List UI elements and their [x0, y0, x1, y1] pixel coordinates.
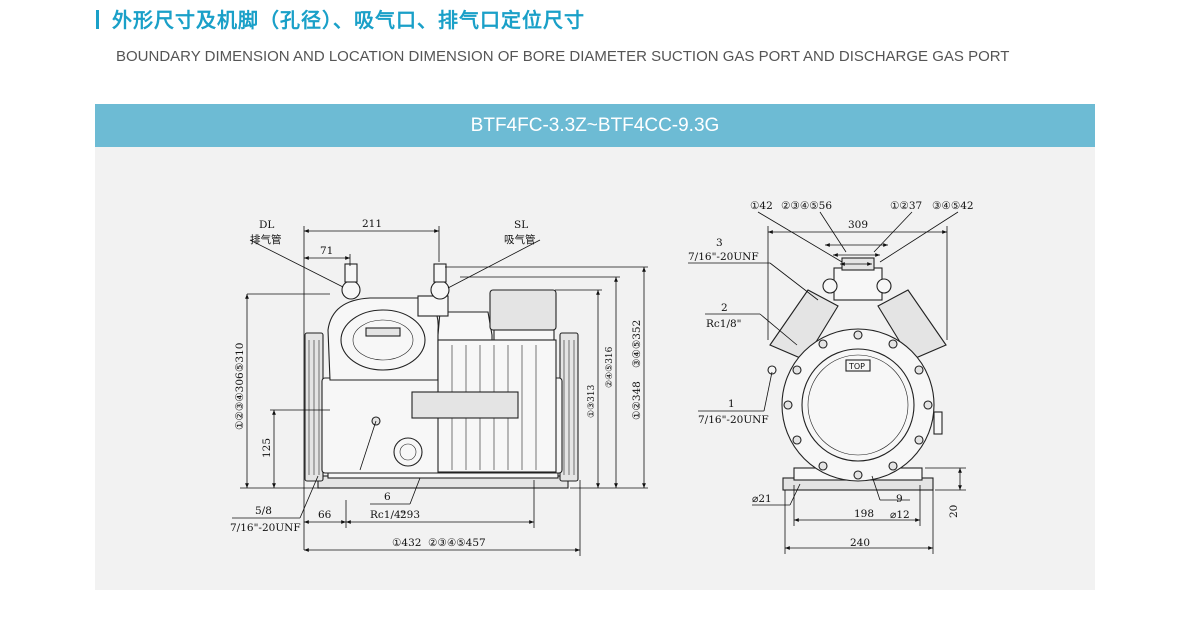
dim-71: 71	[320, 245, 333, 257]
port-9-number: 9	[896, 493, 903, 505]
dim-125: 125	[261, 438, 273, 458]
port-2-number: 2	[721, 302, 728, 314]
dim-313: ①③313	[587, 384, 597, 418]
side-view-compressor	[304, 263, 579, 489]
dim-432: ①432	[392, 537, 421, 549]
model-band	[95, 104, 1095, 147]
port-6-number: 6	[384, 491, 391, 503]
dim-240: 240	[850, 537, 870, 549]
dim-309: 309	[848, 219, 868, 231]
dim-211: 211	[362, 218, 382, 230]
port-3-thread: 7/16"-20UNF	[688, 251, 759, 263]
dia-12: ⌀12	[890, 509, 910, 521]
dim-310: ⑤310	[234, 343, 246, 372]
front-top-dim-1: ①42	[750, 200, 773, 212]
dim-293: 293	[400, 509, 420, 521]
dim-316: ②④⑤316	[605, 346, 615, 388]
dim-306: ①②③④306	[234, 372, 246, 430]
dim-457: ②③④⑤457	[428, 537, 486, 549]
top-badge: TOP	[848, 362, 865, 371]
page-subtitle: BOUNDARY DIMENSION AND LOCATION DIMENSIO…	[116, 48, 1010, 65]
dia-21: ⌀21	[752, 493, 772, 505]
front-top-dim-4: ③④⑤42	[932, 200, 974, 212]
sl-cn-label: 吸气管	[504, 233, 536, 246]
dl-cn-label: 排气管	[250, 233, 282, 246]
dim-198: 198	[854, 508, 874, 520]
dim-352: ③④⑤352	[631, 320, 643, 368]
side-view-dimensions	[232, 226, 648, 556]
front-top-dim-3: ①②37	[890, 200, 922, 212]
port-2-thread: Rc1/8"	[706, 318, 742, 330]
port-3-number: 3	[716, 237, 723, 249]
port-1-number: 1	[728, 398, 735, 410]
dim-348: ①②348	[631, 381, 643, 420]
dl-label: DL	[259, 219, 274, 231]
port-5-thread: 7/16"-20UNF	[230, 522, 301, 534]
front-top-dim-2: ②③④⑤56	[781, 200, 832, 212]
page-title: 外形尺寸及机脚（孔径）、吸气口、排气口定位尺寸	[112, 8, 585, 32]
front-view-compressor: TOP	[767, 257, 947, 491]
port-1-thread: 7/16"-20UNF	[698, 414, 769, 426]
port-5-number: 5/8	[255, 505, 272, 517]
dim-20: 20	[948, 505, 960, 518]
title-accent-bar	[96, 10, 99, 29]
flange-bolts	[783, 330, 933, 480]
model-label: BTF4FC-3.3Z~BTF4CC-9.3G	[470, 115, 720, 136]
front-view-dimensions	[688, 211, 966, 554]
dim-66: 66	[318, 509, 332, 521]
port-6-thread: Rc1/4"	[370, 509, 406, 521]
sl-label: SL	[514, 219, 528, 231]
